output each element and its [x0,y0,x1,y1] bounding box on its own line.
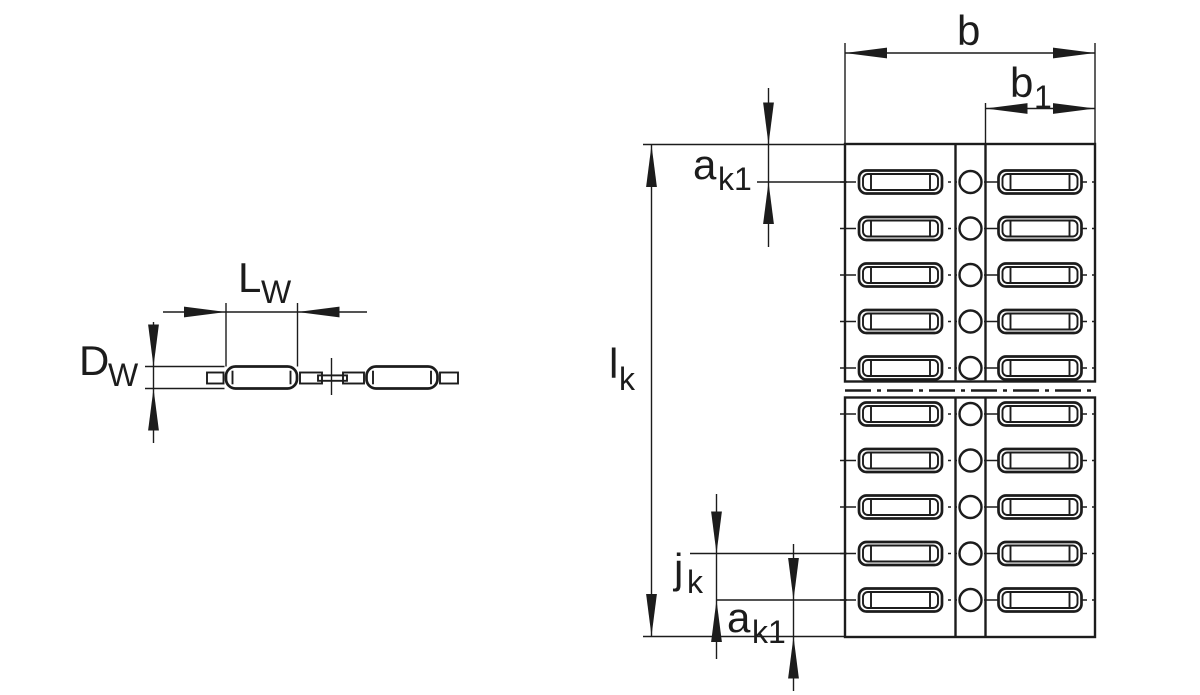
cage-plate-bottom [843,396,1097,639]
label-lk-sub: k [619,361,636,397]
dim-b1: b 1 [984,59,1095,147]
label-ak1-top-sub: k1 [718,161,752,197]
roller-side-2 [365,365,439,390]
dim-jk: j k [672,494,847,659]
spacer-holes [958,169,983,613]
dim-lk: l k [609,143,845,638]
top-view: b b 1 l k a k1 [609,7,1097,691]
cage-web [317,374,348,382]
label-b1-main: b [1010,59,1033,106]
side-view: D W L W [79,254,459,443]
label-ak1-bottom-main: a [727,594,751,641]
dim-ak1-bottom: a k1 [716,544,847,691]
label-lk-main: l [609,340,618,387]
label-ak1-top-main: a [693,141,717,188]
label-LW-main: L [238,254,261,301]
label-jk-main: j [672,545,683,592]
label-jk-sub: k [687,564,704,600]
label-LW-sub: W [261,274,292,310]
dim-b: b [844,7,1096,144]
roller-side-1 [224,365,299,390]
label-DW-main: D [79,337,109,384]
cage-plate-top [843,142,1097,383]
dim-DW: D W [79,322,225,443]
label-b: b [957,7,980,54]
label-DW-sub: W [108,357,139,393]
label-ak1-bottom-sub: k1 [752,614,786,650]
label-b1-sub: 1 [1034,79,1052,115]
cage-section-hatch [206,371,459,385]
dim-ak1-top: a k1 [693,88,847,247]
dim-LW: L W [163,254,367,367]
